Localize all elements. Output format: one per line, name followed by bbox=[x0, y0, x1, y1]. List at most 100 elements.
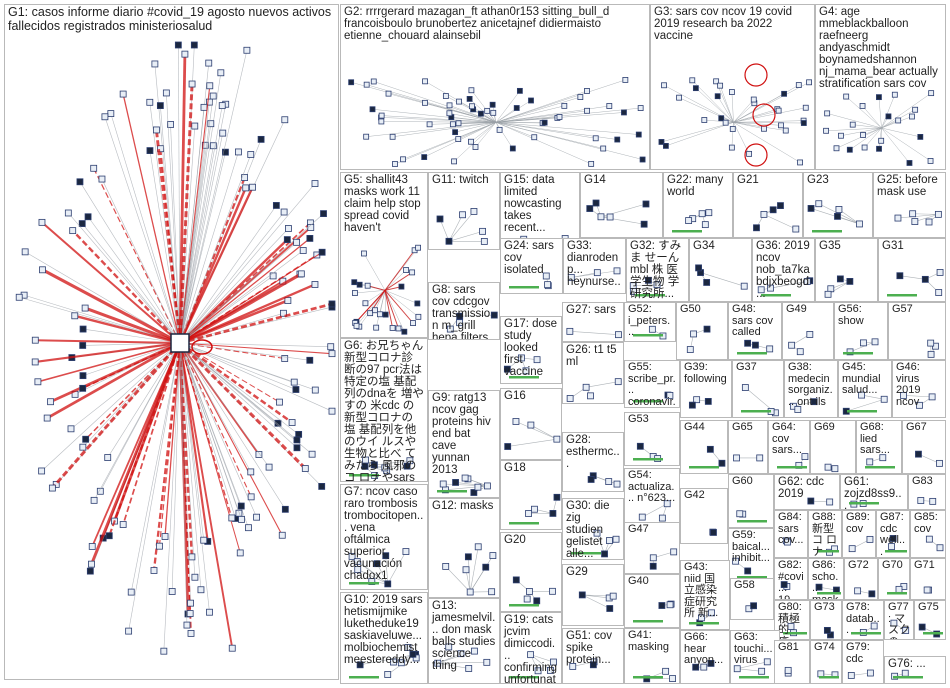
node bbox=[77, 179, 83, 185]
hub-node bbox=[171, 334, 189, 352]
group-label-g31: G31 bbox=[882, 240, 942, 252]
node bbox=[710, 529, 716, 535]
node bbox=[254, 514, 260, 520]
group-cell-g21: G21 bbox=[733, 172, 803, 238]
node bbox=[473, 145, 478, 150]
node bbox=[729, 145, 734, 150]
node bbox=[456, 121, 461, 126]
group-cell-g61: G61: zojzd8ss9... bbox=[840, 474, 908, 510]
node bbox=[467, 96, 472, 101]
node bbox=[567, 328, 573, 334]
group-cell-g18: G18 bbox=[500, 460, 562, 530]
node bbox=[610, 593, 616, 599]
node bbox=[80, 342, 86, 348]
node bbox=[483, 564, 489, 570]
node bbox=[404, 268, 409, 273]
node bbox=[390, 134, 395, 139]
node bbox=[641, 221, 647, 227]
node bbox=[281, 209, 287, 215]
group-cell-g38: G38: medecinsorganiz... ont ils bbox=[784, 360, 838, 418]
group-label-g7: G7: ncov caso raro trombosis trombocitop… bbox=[344, 486, 424, 582]
edge bbox=[582, 595, 609, 609]
group-label-g36: G36: 2019 ncov nob_ta7ka bdjxbeogd... bbox=[756, 240, 811, 300]
node bbox=[699, 211, 705, 217]
edge bbox=[367, 85, 496, 123]
group-cell-g30: G30: die zig studien gelistet alle... bbox=[562, 498, 624, 560]
node bbox=[427, 122, 432, 127]
group-cell-g11: G11: twitch bbox=[428, 172, 500, 250]
edge bbox=[73, 231, 180, 343]
node bbox=[365, 283, 370, 288]
node bbox=[422, 100, 427, 105]
group-cell-g66: G66: hear anyon... bbox=[680, 630, 730, 684]
group-cell-g87: G87: cdc well... bbox=[876, 510, 910, 558]
node bbox=[99, 176, 105, 182]
node bbox=[188, 600, 194, 606]
node bbox=[926, 536, 932, 542]
group-label-g49: G49 bbox=[786, 304, 830, 316]
group-cell-g77: G77: マスク の有... bbox=[884, 600, 914, 640]
node bbox=[707, 446, 713, 452]
node bbox=[102, 114, 108, 120]
node bbox=[578, 95, 583, 100]
node bbox=[730, 126, 735, 131]
edge bbox=[180, 343, 292, 423]
node bbox=[465, 554, 471, 560]
node bbox=[364, 134, 369, 139]
node bbox=[443, 94, 448, 99]
node bbox=[554, 436, 560, 442]
group-label-g70: G70 bbox=[882, 560, 906, 572]
node bbox=[549, 588, 555, 594]
node bbox=[363, 301, 368, 306]
node bbox=[607, 214, 613, 220]
group-cell-g24: G24: sars cov isolated bbox=[500, 238, 563, 294]
node bbox=[22, 249, 28, 255]
node bbox=[729, 90, 734, 95]
group-cell-g59: G59: baical... inhibit... bbox=[728, 528, 774, 584]
node bbox=[379, 119, 384, 124]
group-label-g24: G24: sars cov isolated bbox=[504, 240, 559, 276]
node bbox=[450, 122, 455, 127]
node bbox=[837, 276, 843, 282]
group-label-g20: G20 bbox=[504, 534, 558, 546]
node bbox=[456, 137, 461, 142]
group-label-g58: G58 bbox=[734, 580, 770, 592]
node bbox=[48, 399, 54, 405]
node bbox=[715, 94, 720, 99]
node bbox=[902, 670, 908, 676]
node bbox=[689, 402, 695, 408]
group-label-g77: G77: マスク の有... bbox=[888, 602, 910, 640]
node bbox=[759, 668, 765, 674]
group-cell-g33: G33: dianrodenp... heynurse... tabathaso… bbox=[563, 238, 626, 294]
node bbox=[550, 510, 556, 516]
node bbox=[867, 459, 873, 465]
edge bbox=[734, 109, 778, 122]
node bbox=[659, 603, 665, 609]
node bbox=[741, 283, 747, 289]
edge bbox=[449, 231, 483, 241]
edge bbox=[385, 290, 417, 303]
node bbox=[930, 498, 936, 504]
node bbox=[776, 108, 781, 113]
node bbox=[513, 418, 519, 424]
node bbox=[471, 208, 477, 214]
group-cell-g35: G35 bbox=[815, 238, 878, 302]
node bbox=[175, 42, 181, 48]
node bbox=[860, 103, 865, 108]
node bbox=[879, 138, 884, 143]
node bbox=[452, 159, 457, 164]
group-label-g61: G61: zojzd8ss9... bbox=[844, 476, 904, 510]
node bbox=[615, 379, 621, 385]
group-label-g41: G41: masking bbox=[628, 630, 676, 653]
group-label-g39: G39: following bbox=[684, 362, 728, 385]
group-label-g22: G22: many world bbox=[667, 174, 729, 198]
group-cell-g79: G79: cdc bbox=[842, 640, 884, 684]
group-label-g23: G23 bbox=[807, 174, 869, 186]
group-label-g17: G17: dose study looked first vaccine bbox=[504, 318, 558, 378]
group-cell-g16: G16 bbox=[500, 388, 562, 460]
node bbox=[872, 339, 878, 345]
edge bbox=[531, 425, 557, 439]
group-label-g63: G63: touchi... virus bbox=[734, 632, 776, 667]
node bbox=[238, 503, 244, 509]
group-label-g15: G15: data limited nowcasting takes recen… bbox=[504, 174, 576, 234]
